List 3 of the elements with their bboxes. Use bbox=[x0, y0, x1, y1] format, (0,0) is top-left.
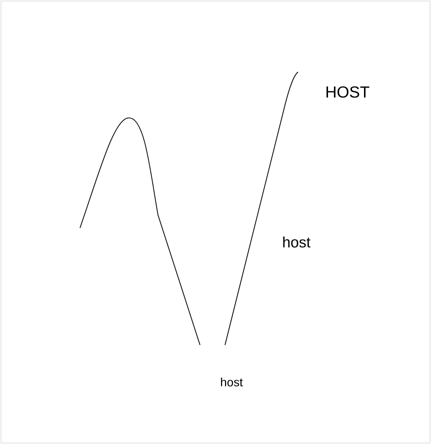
curve-label: HOST bbox=[326, 86, 370, 98]
curve-label: host bbox=[221, 378, 243, 386]
curve-label: host bbox=[283, 236, 310, 248]
